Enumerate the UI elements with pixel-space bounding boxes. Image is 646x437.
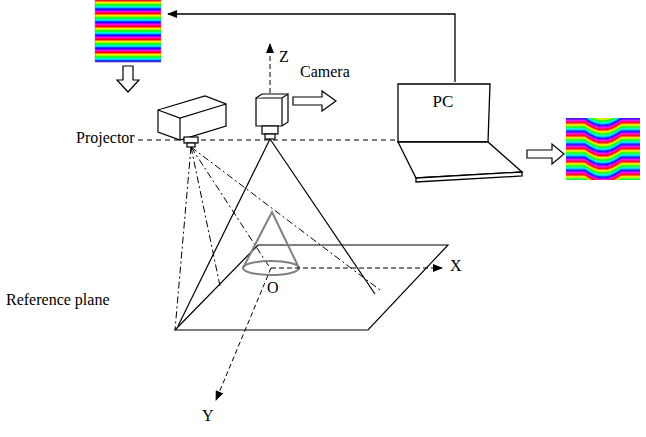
projector [158, 96, 226, 147]
laptop [398, 84, 522, 182]
deformed-fringe [566, 118, 640, 180]
plane-label: Reference plane [6, 292, 109, 308]
screen-box: PC [400, 86, 486, 116]
reference-plane [175, 245, 448, 330]
hollow-arrow [117, 66, 139, 92]
device-label: Projector [76, 130, 135, 146]
axis-label: Z [279, 49, 289, 65]
feedback-arrow [168, 14, 455, 82]
fringe-pattern [95, 0, 161, 62]
camera [256, 94, 288, 139]
device-label: Camera [300, 64, 350, 80]
axis-label: X [450, 258, 462, 274]
axis-label: Y [202, 408, 214, 424]
cone [243, 212, 299, 275]
hollow-arrow [527, 144, 564, 164]
node-text: PC [433, 93, 454, 110]
origin-label: O [267, 280, 279, 296]
hollow-arrow [293, 91, 336, 111]
